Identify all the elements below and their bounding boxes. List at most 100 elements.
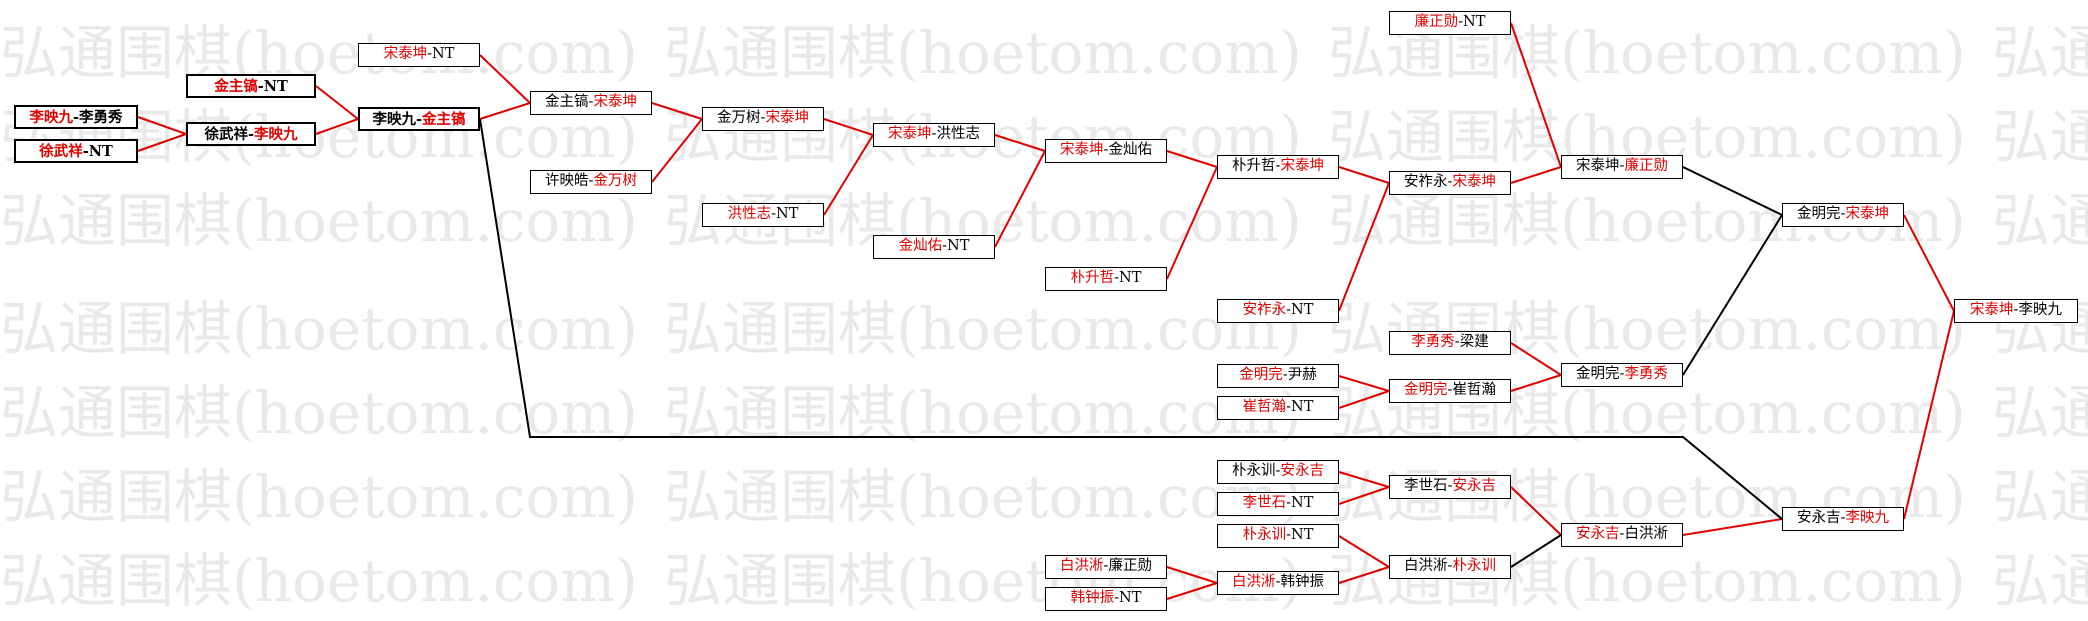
- match-m28[interactable]: 李世石-安永吉: [1389, 475, 1511, 499]
- match-m14[interactable]: 朴升哲-NT: [1045, 267, 1167, 291]
- player-1: 朴升哲: [1232, 158, 1276, 174]
- player-2: NT: [1291, 399, 1314, 415]
- player-1: 宋泰坤: [383, 46, 428, 62]
- player-2: NT: [776, 206, 799, 222]
- connector-m18-m19: [1510, 22, 1562, 168]
- match-m19[interactable]: 宋泰坤-廉正勋: [1561, 155, 1683, 179]
- match-m9[interactable]: 金万树-宋泰坤: [702, 107, 824, 131]
- match-m26[interactable]: 朴永训-安永吉: [1217, 460, 1339, 484]
- player-1: 安永吉: [1797, 510, 1841, 526]
- match-m35[interactable]: 安永吉-李映九: [1782, 507, 1904, 531]
- match-m11[interactable]: 宋泰坤-洪性志: [873, 123, 995, 147]
- player-1: 白洪淅: [1232, 574, 1276, 590]
- player-1: 金明完: [1576, 366, 1620, 382]
- match-m32[interactable]: 白洪淅-韩钟振: [1217, 571, 1339, 595]
- match-m8[interactable]: 许映皓-金万树: [530, 170, 652, 194]
- match-m13[interactable]: 宋泰坤-金灿佑: [1045, 139, 1167, 163]
- match-m18[interactable]: 廉正勋-NT: [1389, 11, 1511, 35]
- player-2: 李映九: [2018, 302, 2062, 318]
- player-1: 安祚永: [1242, 302, 1287, 318]
- player-2: NT: [947, 238, 970, 254]
- match-m7[interactable]: 金主镐-宋泰坤: [530, 91, 652, 115]
- player-1: 李世石: [1242, 495, 1287, 511]
- player-2: 洪性志: [936, 126, 980, 142]
- player-1: 朴永训: [1232, 463, 1276, 479]
- player-2: 宋泰坤: [593, 94, 637, 110]
- player-2: 宋泰坤: [1280, 158, 1324, 174]
- player-1: 李映九: [29, 109, 73, 126]
- connector-m7-m9: [651, 102, 703, 120]
- player-1: 宋泰坤: [1060, 142, 1104, 158]
- match-m20[interactable]: 金明完-宋泰坤: [1782, 203, 1904, 227]
- player-2: 朴永训: [1452, 558, 1496, 574]
- player-2: 梁建: [1459, 334, 1489, 350]
- player-1: 宋泰坤: [1970, 302, 2014, 318]
- match-m25[interactable]: 金明完-李勇秀: [1561, 363, 1683, 387]
- player-2: NT: [1119, 270, 1142, 286]
- connector-m3-m6: [315, 85, 359, 120]
- connector-m23-m24: [1338, 390, 1390, 409]
- connector-m12-m13: [994, 150, 1046, 248]
- connector-m26-m28: [1338, 471, 1390, 488]
- player-2: NT: [263, 78, 288, 95]
- player-2: 安永吉: [1280, 463, 1324, 479]
- player-1: 金明完: [1239, 367, 1283, 383]
- match-m22[interactable]: 金明完-尹赫: [1217, 364, 1339, 388]
- connector-m6-m35: [479, 118, 1783, 520]
- match-m10[interactable]: 洪性志-NT: [702, 203, 824, 227]
- connector-m35-m36: [1903, 310, 1955, 520]
- player-2: 安永吉: [1452, 478, 1496, 494]
- player-1: 安永吉: [1576, 526, 1620, 542]
- player-1: 徐武祥: [39, 143, 83, 160]
- player-2: 金灿佑: [1108, 142, 1152, 158]
- connector-m14-m15: [1166, 166, 1218, 280]
- player-1: 安祚永: [1404, 174, 1448, 190]
- connector-m9-m11: [823, 118, 874, 136]
- match-m27[interactable]: 李世石-NT: [1217, 492, 1339, 516]
- player-2: 廉正勋: [1624, 158, 1668, 174]
- player-2: 白洪淅: [1624, 526, 1668, 542]
- match-m3[interactable]: 金主镐-NT: [186, 74, 316, 98]
- player-1: 许映皓: [545, 173, 589, 189]
- match-m1[interactable]: 李映九-李勇秀: [14, 105, 138, 129]
- connector-m21-m25: [1510, 342, 1562, 376]
- connector-m4-m6: [315, 118, 359, 135]
- player-2: 崔哲瀚: [1452, 382, 1496, 398]
- player-1: 金主镐: [214, 78, 258, 95]
- connector-m8-m9: [651, 118, 703, 183]
- connector-m2-m4: [137, 133, 187, 152]
- player-2: 李映九: [254, 126, 298, 143]
- match-m36[interactable]: 宋泰坤-李映九: [1954, 299, 2078, 323]
- player-2: 金主镐: [422, 111, 466, 128]
- match-m5[interactable]: 宋泰坤-NT: [358, 43, 480, 67]
- match-m16[interactable]: 安祚永-NT: [1217, 299, 1339, 323]
- match-m23[interactable]: 崔哲瀚-NT: [1217, 396, 1339, 420]
- player-1: 金主镐: [545, 94, 589, 110]
- match-m2[interactable]: 徐武祥-NT: [14, 139, 138, 163]
- match-m31[interactable]: 韩钟振-NT: [1045, 587, 1167, 611]
- match-m29[interactable]: 朴永训-NT: [1217, 524, 1339, 548]
- player-2: 尹赫: [1287, 367, 1317, 383]
- match-m15[interactable]: 朴升哲-宋泰坤: [1217, 155, 1339, 179]
- match-m24[interactable]: 金明完-崔哲瀚: [1389, 379, 1511, 403]
- player-1: 李世石: [1404, 478, 1448, 494]
- match-m17[interactable]: 安祚永-宋泰坤: [1389, 171, 1511, 195]
- player-1: 金万树: [717, 110, 761, 126]
- match-m12[interactable]: 金灿佑-NT: [873, 235, 995, 259]
- match-m6[interactable]: 李映九-金主镐: [358, 107, 480, 131]
- player-2: NT: [1291, 527, 1314, 543]
- connector-m24-m25: [1510, 374, 1562, 392]
- match-m21[interactable]: 李勇秀-梁建: [1389, 331, 1511, 355]
- player-1: 崔哲瀚: [1242, 399, 1287, 415]
- player-1: 韩钟振: [1070, 590, 1115, 606]
- match-m33[interactable]: 白洪淅-朴永训: [1389, 555, 1511, 579]
- match-m4[interactable]: 徐武祥-李映九: [186, 122, 316, 146]
- player-1: 廉正勋: [1414, 14, 1459, 30]
- match-m30[interactable]: 白洪淅-廉正勋: [1045, 555, 1167, 579]
- player-2: 金万树: [593, 173, 637, 189]
- player-2: NT: [1291, 302, 1314, 318]
- connector-m10-m11: [823, 134, 874, 216]
- connector-m32-m33: [1338, 566, 1390, 584]
- player-2: 李勇秀: [79, 109, 123, 126]
- match-m34[interactable]: 安永吉-白洪淅: [1561, 523, 1683, 547]
